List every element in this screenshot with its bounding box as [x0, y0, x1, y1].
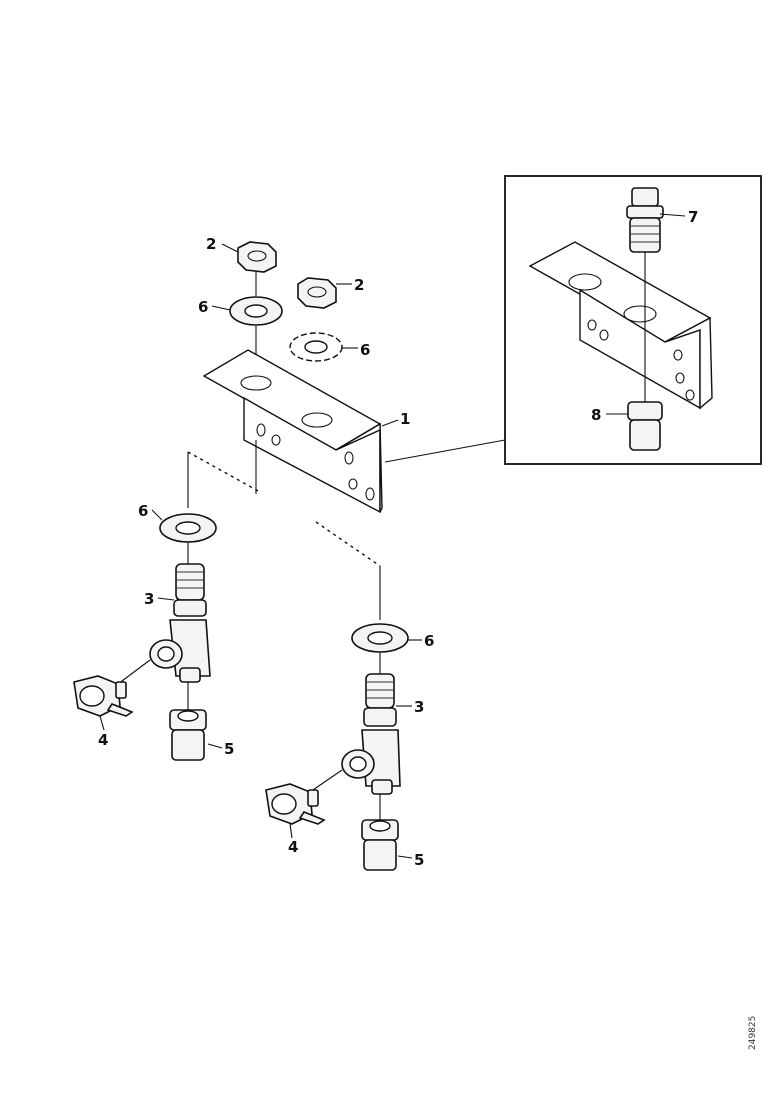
callout-fitting-right: 3: [414, 698, 424, 716]
nut-left-part: [237, 241, 277, 273]
washer-mid-right-part: [351, 623, 409, 653]
assembly-line-right: [315, 521, 381, 567]
bracket-part: [202, 349, 383, 514]
inset-detail: [384, 175, 762, 465]
callout-adapter-right: 5: [414, 851, 424, 869]
callout-nut-left: 2: [206, 235, 216, 253]
washer-mid-left-part: [159, 513, 217, 543]
valve-right-part: [265, 783, 326, 825]
callout-washer-mid-right: 6: [424, 632, 434, 650]
nut-right-part: [297, 277, 337, 309]
callout-bracket: 1: [400, 410, 410, 428]
document-id: 249825: [748, 1015, 758, 1050]
washer-top-right-part: [289, 332, 343, 362]
assembly-line-left: [187, 451, 261, 493]
inset-frame: [504, 175, 762, 465]
callout-valve-left: 4: [98, 731, 108, 749]
inset-connector-part: [626, 187, 664, 253]
callout-inset-adapter: 8: [591, 406, 601, 424]
washer-top-left-part: [229, 296, 283, 326]
callout-nut-right: 2: [354, 276, 364, 294]
adapter-right-part: [361, 819, 399, 871]
fitting-left-part: [173, 563, 207, 617]
inset-bracket: [528, 241, 713, 410]
callout-washer-top-left: 6: [198, 298, 208, 316]
tee-body-right: [341, 729, 401, 795]
callout-inset-connector: 7: [688, 208, 698, 226]
valve-left-part: [73, 675, 134, 717]
tee-body-left: [149, 619, 211, 683]
callout-fitting-left: 3: [144, 590, 154, 608]
inset-leader-line: [384, 439, 506, 463]
fitting-right-part: [363, 673, 397, 727]
adapter-left-part: [169, 709, 207, 761]
callout-adapter-left: 5: [224, 740, 234, 758]
callout-washer-mid-left: 6: [138, 502, 148, 520]
inset-adapter-part: [627, 401, 663, 451]
callout-washer-top-right: 6: [360, 341, 370, 359]
callout-valve-right: 4: [288, 838, 298, 856]
